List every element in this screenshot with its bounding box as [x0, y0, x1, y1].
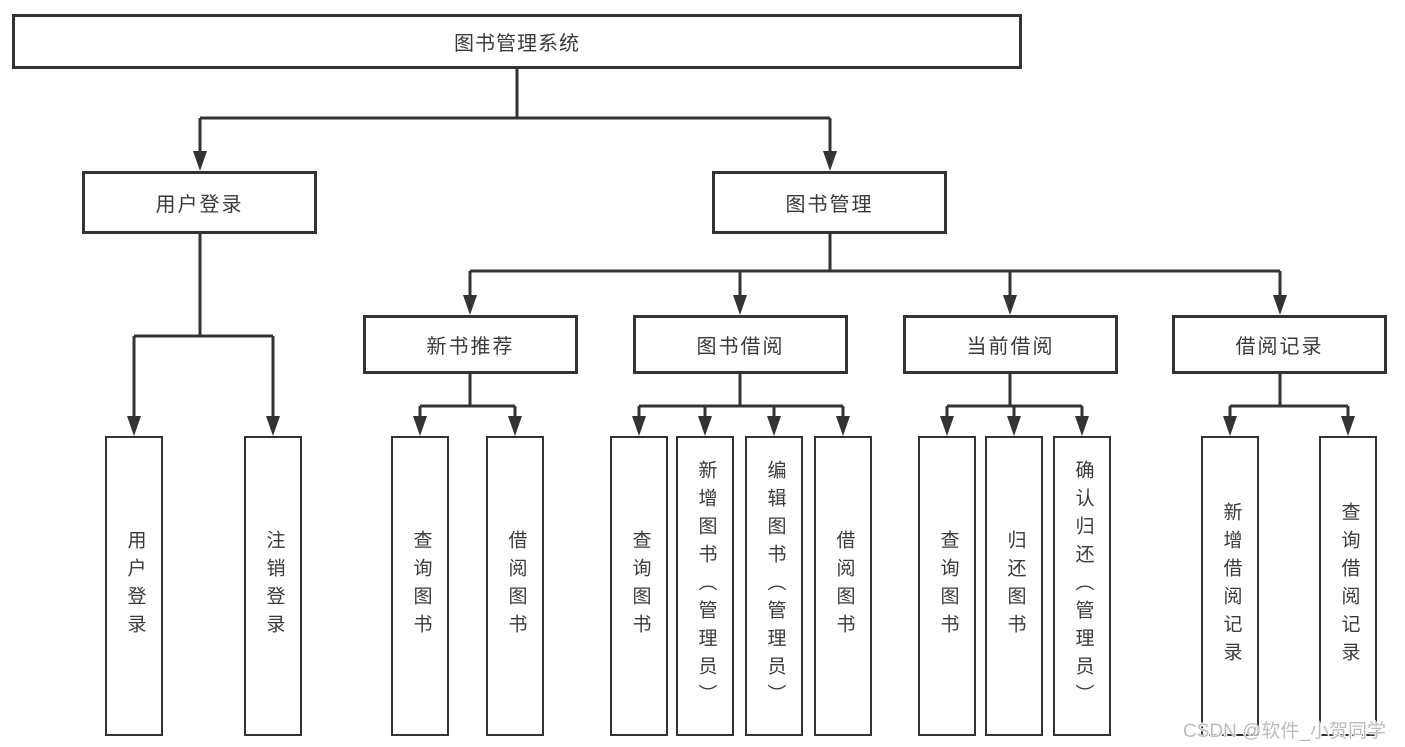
node-root-label: 图书管理系统: [454, 33, 580, 55]
leaf-edit-book-admin: 编辑图书（管理员）: [745, 436, 803, 736]
node-book-management: 图书管理: [712, 171, 947, 234]
leaf-query-books-current: 查询图书: [918, 436, 976, 736]
leaf-return-book: 归还图书: [985, 436, 1043, 736]
leaf-borrow-books-label: 借阅图书: [833, 530, 855, 642]
leaf-add-borrow-record: 新增借阅记录: [1201, 436, 1259, 736]
node-borrow-records-label: 借阅记录: [1235, 336, 1324, 358]
leaf-query-books-borrow: 查询图书: [610, 436, 668, 736]
leaf-add-borrow-record-label: 新增借阅记录: [1220, 502, 1242, 670]
node-book-borrow-label: 图书借阅: [696, 336, 785, 358]
arrowheads: [127, 151, 1355, 436]
leaf-confirm-return-admin-label: 确认归还（管理员）: [1072, 460, 1094, 712]
node-new-book-recommend: 新书推荐: [363, 315, 578, 374]
leaf-query-books-recommend-label: 查询图书: [410, 530, 432, 642]
node-book-borrow: 图书借阅: [633, 315, 848, 374]
leaf-add-book-admin-label: 新增图书（管理员）: [695, 460, 717, 712]
leaf-edit-book-admin-label: 编辑图书（管理员）: [764, 460, 786, 712]
node-root: 图书管理系统: [12, 14, 1022, 69]
node-user-login-label: 用户登录: [155, 194, 244, 216]
csdn-watermark: CSDN @软件_小贺同学: [1183, 721, 1386, 742]
leaf-borrow-books-recommend: 借阅图书: [486, 436, 544, 736]
node-current-borrow: 当前借阅: [903, 315, 1118, 374]
leaf-logout: 注销登录: [244, 436, 302, 736]
leaf-query-books-borrow-label: 查询图书: [629, 530, 651, 642]
node-borrow-records: 借阅记录: [1172, 315, 1387, 374]
node-current-borrow-label: 当前借阅: [966, 336, 1055, 358]
node-user-login: 用户登录: [82, 171, 317, 234]
leaf-user-login-label: 用户登录: [124, 530, 146, 642]
leaf-borrow-books-recommend-label: 借阅图书: [505, 530, 527, 642]
leaf-user-login: 用户登录: [105, 436, 163, 736]
node-new-book-recommend-label: 新书推荐: [426, 336, 515, 358]
leaf-return-book-label: 归还图书: [1004, 530, 1026, 642]
leaf-logout-label: 注销登录: [263, 530, 285, 642]
leaf-query-borrow-record-label: 查询借阅记录: [1338, 502, 1360, 670]
leaf-confirm-return-admin: 确认归还（管理员）: [1053, 436, 1111, 736]
leaf-query-books-recommend: 查询图书: [391, 436, 449, 736]
node-book-management-label: 图书管理: [785, 194, 874, 216]
leaf-query-books-current-label: 查询图书: [937, 530, 959, 642]
leaf-borrow-books: 借阅图书: [814, 436, 872, 736]
leaf-add-book-admin: 新增图书（管理员）: [676, 436, 734, 736]
leaf-query-borrow-record: 查询借阅记录: [1319, 436, 1377, 736]
